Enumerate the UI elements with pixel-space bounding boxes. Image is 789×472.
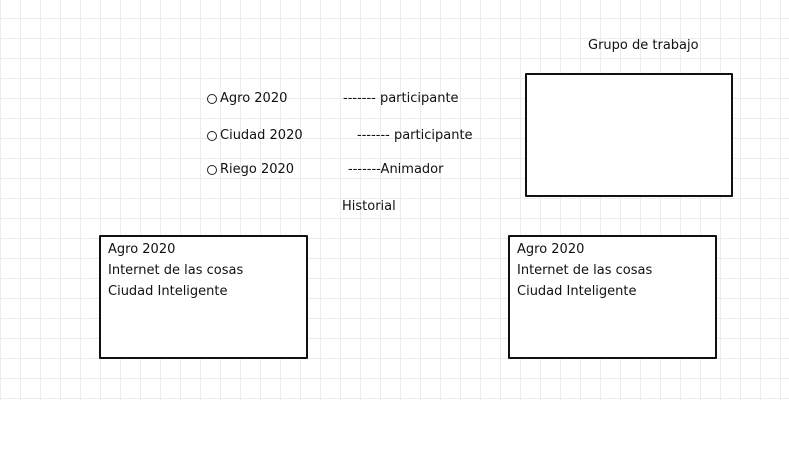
- radio-ciudad-2020[interactable]: Ciudad 2020: [207, 128, 303, 144]
- radio-label: Riego 2020: [220, 162, 295, 177]
- historial-title: Historial: [342, 199, 396, 214]
- historial-list-right: Agro 2020 Internet de las cosas Ciudad I…: [508, 235, 717, 359]
- list-item[interactable]: Internet de las cosas: [517, 263, 653, 278]
- list-item[interactable]: Ciudad Inteligente: [108, 284, 228, 299]
- radio-label: Ciudad 2020: [220, 128, 303, 143]
- list-item[interactable]: Agro 2020: [108, 242, 176, 257]
- radio-label: Agro 2020: [220, 91, 288, 106]
- radio-riego-2020[interactable]: Riego 2020: [207, 162, 294, 178]
- role-riego-2020: -------Animador: [348, 162, 444, 177]
- radio-circle-icon[interactable]: [207, 131, 217, 141]
- historial-list-left: Agro 2020 Internet de las cosas Ciudad I…: [99, 235, 308, 359]
- list-item[interactable]: Ciudad Inteligente: [517, 284, 637, 299]
- radio-circle-icon[interactable]: [207, 94, 217, 104]
- list-item[interactable]: Internet de las cosas: [108, 263, 244, 278]
- grupo-de-trabajo-box: [525, 73, 733, 197]
- list-item[interactable]: Agro 2020: [517, 242, 585, 257]
- wireframe-canvas: Grupo de trabajo Agro 2020 ------- parti…: [0, 0, 789, 400]
- role-agro-2020: ------- participante: [343, 91, 459, 106]
- radio-agro-2020[interactable]: Agro 2020: [207, 91, 287, 107]
- radio-circle-icon[interactable]: [207, 165, 217, 175]
- grupo-de-trabajo-title: Grupo de trabajo: [588, 38, 699, 53]
- role-ciudad-2020: ------- participante: [357, 128, 473, 143]
